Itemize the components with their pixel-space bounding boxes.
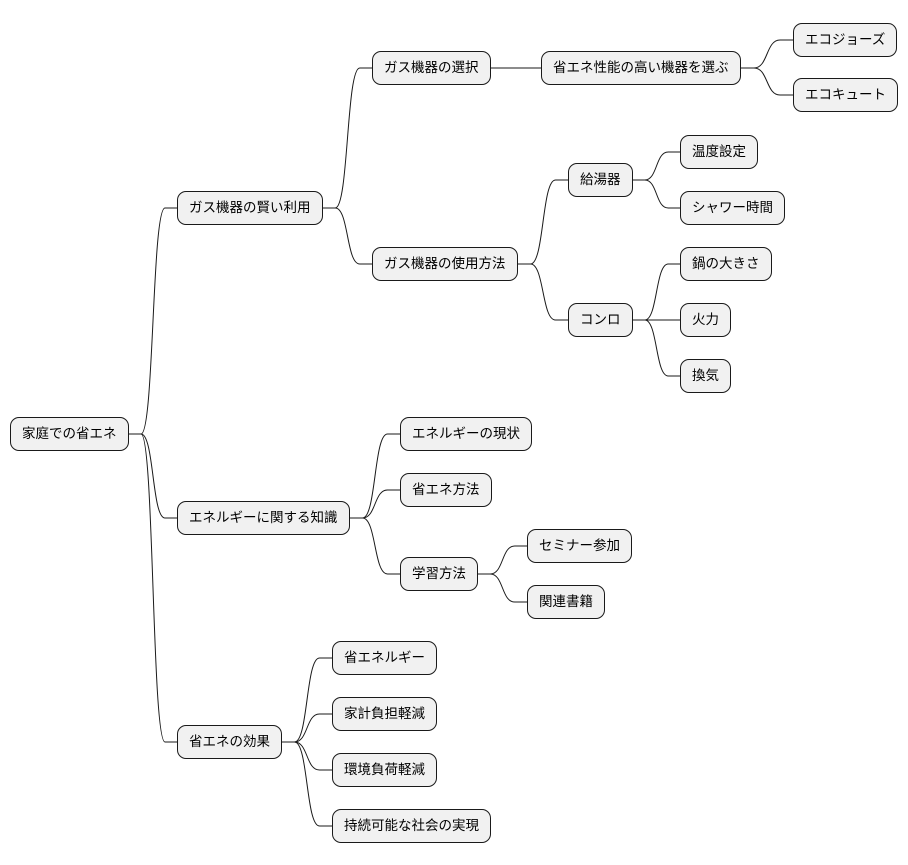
node-sustainable-society: 持続可能な社会の実現 (332, 809, 491, 843)
node-root: 家庭での省エネ (10, 417, 129, 451)
node-pot-size: 鍋の大きさ (680, 247, 772, 281)
connector-line (518, 263, 568, 321)
node-gas-appliance-selection: ガス機器の選択 (372, 51, 491, 85)
connector-line (282, 741, 332, 827)
node-saving-effects: 省エネの効果 (177, 725, 282, 759)
node-seminar: セミナー参加 (527, 529, 632, 563)
connector-line (323, 207, 372, 265)
node-heat-level: 火力 (680, 303, 731, 337)
connector-line (350, 517, 400, 575)
connector-line (282, 657, 332, 743)
node-related-books: 関連書籍 (527, 585, 605, 619)
node-ecocute: エコキュート (793, 78, 898, 112)
node-energy-conservation: 省エネルギー (332, 641, 437, 675)
connector-line (741, 67, 793, 96)
node-choose-efficient-appliance: 省エネ性能の高い機器を選ぶ (541, 51, 741, 85)
connector-line (350, 433, 400, 519)
node-temperature-setting: 温度設定 (680, 135, 758, 169)
node-ecojoz: エコジョーズ (793, 23, 898, 57)
node-shower-time: シャワー時間 (680, 191, 785, 225)
node-learning-methods: 学習方法 (400, 557, 478, 591)
node-gas-appliance-usage: ガス機器の賢い利用 (177, 191, 323, 225)
connector-line (633, 179, 680, 209)
node-stove: コンロ (568, 303, 633, 337)
node-energy-knowledge: エネルギーに関する知識 (177, 501, 350, 535)
connector-line (633, 263, 680, 321)
connector-line (323, 67, 372, 209)
connector-line (518, 179, 568, 265)
connector-line (633, 319, 680, 377)
node-energy-status: エネルギーの現状 (400, 417, 532, 451)
node-saving-methods: 省エネ方法 (400, 473, 492, 507)
node-gas-appliance-method: ガス機器の使用方法 (372, 247, 518, 281)
connector-line (129, 433, 177, 743)
node-household-cost: 家計負担軽減 (332, 697, 437, 731)
connector-line (478, 573, 527, 603)
node-environmental-load: 環境負荷軽減 (332, 753, 437, 787)
node-water-heater: 給湯器 (568, 163, 633, 197)
connector-line (129, 207, 177, 435)
node-ventilation: 換気 (680, 359, 731, 393)
